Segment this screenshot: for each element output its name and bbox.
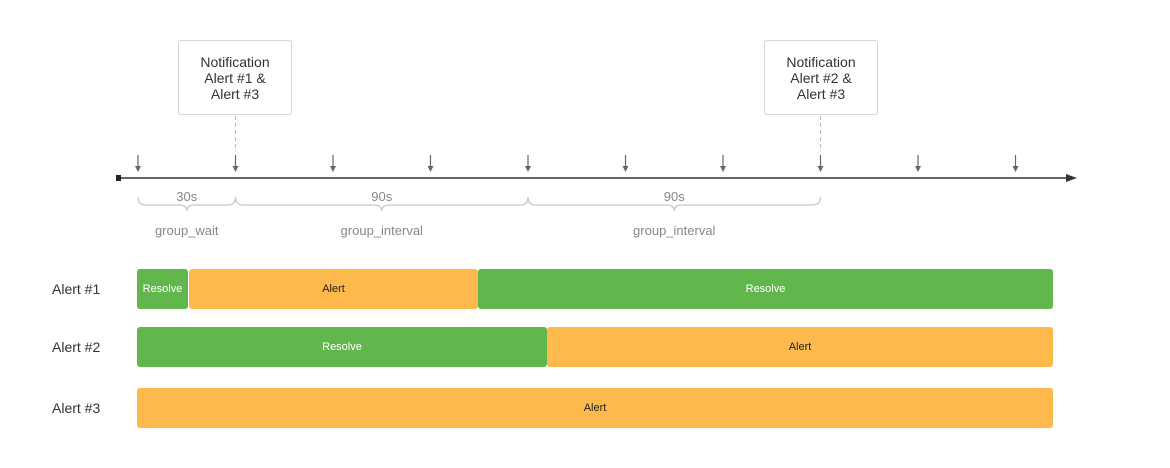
interval-duration: 30s: [176, 189, 197, 204]
tick-arrow-icon: [135, 155, 141, 172]
tick-arrow-icon: [622, 155, 629, 172]
alert-1-segment-3: Resolve: [478, 269, 1053, 309]
tick-arrow-icon: [1012, 155, 1019, 172]
notification-2-line-1: Notification: [786, 53, 856, 70]
tick-arrow-icon: [427, 155, 434, 172]
segment-label: Alert: [322, 283, 345, 295]
notification-1-line-1: Notification: [200, 53, 270, 70]
alert-1-segment-2: Alert: [189, 269, 478, 309]
segment-label: Resolve: [142, 283, 183, 295]
interval-brace: [137, 196, 237, 212]
interval-duration: 90s: [371, 189, 392, 204]
notification-box-2: Notification Alert #2 & Alert #3: [764, 40, 878, 115]
tick-arrow-icon: [915, 155, 921, 172]
timeline-start-marker: [116, 175, 121, 181]
tick-arrow-icon: [330, 155, 336, 172]
interval-braces: 30s group_wait 90s group_interval 90s group_i…: [137, 189, 822, 238]
alert-2-segment-2: Alert: [547, 327, 1053, 367]
segment-label: Alert: [583, 402, 607, 414]
notification-connectors: [235, 116, 821, 152]
alert-1-segment-1: Resolve: [137, 269, 188, 309]
timeline-arrowhead: [1066, 174, 1077, 182]
timeline-ticks: [135, 155, 1019, 172]
row-label-alert-1: Alert #1: [52, 281, 101, 297]
interval-name: group_interval: [633, 223, 715, 238]
alert-3-segment-1: Alert: [137, 388, 1053, 428]
tick-arrow-icon: [232, 155, 239, 172]
interval-duration: 90s: [664, 189, 685, 204]
notification-box-1: Notification Alert #1 & Alert #3: [178, 40, 292, 115]
notification-1-line-2: Alert #1 &: [204, 69, 266, 86]
notification-2-line-3: Alert #3: [796, 85, 846, 102]
segment-label: Resolve: [322, 341, 362, 353]
row-label-alert-2: Alert #2: [52, 339, 101, 355]
interval-brace: [234, 196, 529, 212]
interval-name: group_wait: [155, 223, 219, 238]
row-label-alert-3: Alert #3: [52, 400, 101, 416]
interval-name: group_interval: [341, 223, 423, 238]
tick-arrow-icon: [817, 155, 824, 172]
segment-label: Resolve: [745, 283, 786, 295]
notification-1-line-3: Alert #3: [210, 85, 260, 102]
tick-arrow-icon: [720, 155, 726, 172]
tick-arrow-icon: [525, 155, 531, 172]
segment-label: Alert: [788, 341, 812, 353]
interval-brace: [527, 196, 822, 212]
alert-2-segment-1: Resolve: [137, 327, 547, 367]
notification-2-line-2: Alert #2 &: [790, 69, 852, 86]
timeline: 30s group_wait 90s group_interval 90s group_i…: [116, 116, 1077, 238]
